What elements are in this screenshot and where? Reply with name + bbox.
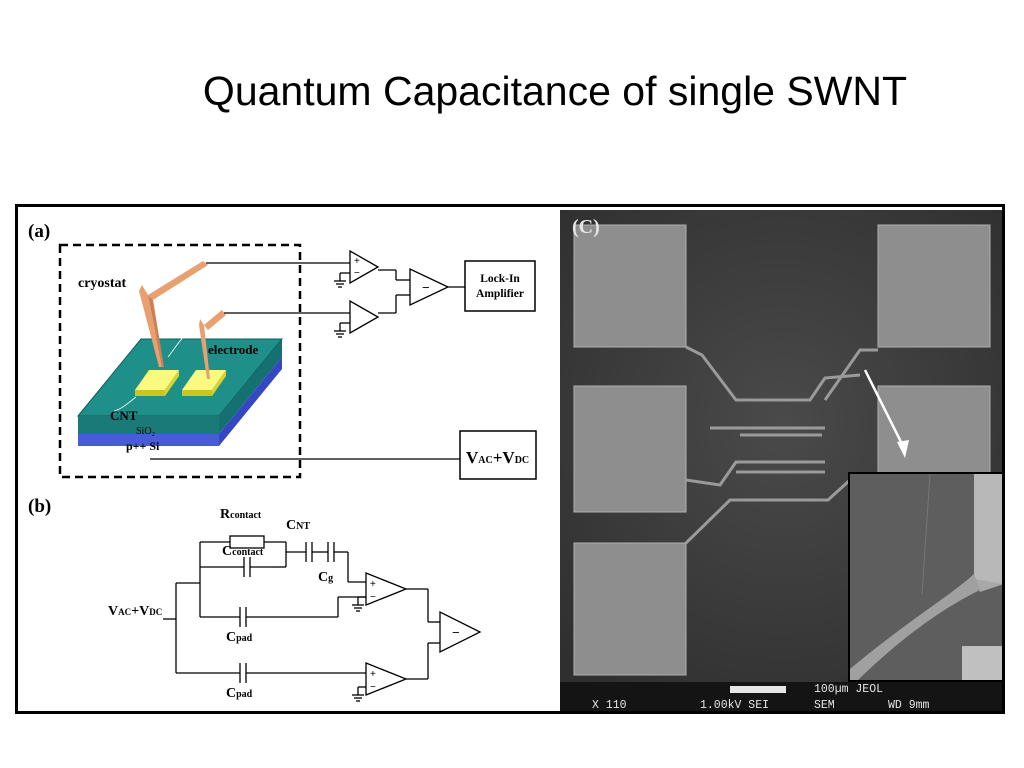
r-contact-label: Rcontact [220, 507, 262, 522]
panel-a-label: (a) [28, 221, 50, 242]
sem-image-panel: (C) 100µm JEOL X 110 1.00kV SEI SEM WD 9… [560, 210, 1002, 712]
si-label: p++ Si [126, 439, 160, 453]
op-amp-b1 [352, 572, 408, 612]
lockin-amplifier-box [464, 260, 536, 312]
electrode-label: electrode [208, 342, 259, 357]
diff-minus-sign: − [422, 280, 430, 295]
source-label-b: VAC+VDC [108, 604, 162, 619]
sem-contact-pads [573, 224, 991, 676]
sem-voltage: 1.00kV SEI [700, 699, 770, 712]
c-pad-label-bottom: Cpad [226, 686, 253, 701]
device-substrate [76, 338, 284, 446]
sem-wd: WD 9mm [888, 699, 930, 712]
op-amp-a1 [334, 249, 380, 288]
source-box-a [459, 430, 537, 480]
sem-zoom-inset [848, 472, 1002, 682]
contact-resistor [229, 535, 265, 549]
b-diff-minus: − [452, 625, 460, 640]
sem-mode: SEM [814, 699, 835, 712]
slide-title: Quantum Capacitance of single SWNT [202, 68, 908, 114]
sem-scale-text: 100µm JEOL [814, 683, 884, 696]
c-g-label: Cg [318, 570, 333, 585]
source-label-a: VAC+VDC [466, 448, 529, 467]
nanotube-lead [113, 396, 137, 412]
figure-panel: (a) cryostat CNT SiO₂ p++ Si electrode [15, 204, 1005, 714]
op-amp-a2 [334, 299, 380, 338]
b-op1-plus: + [370, 579, 376, 590]
difference-amp-a [409, 267, 450, 307]
nanotube-line [167, 332, 189, 358]
sem-micrograph [560, 210, 1002, 682]
difference-amp-b [439, 610, 482, 654]
sem-leads [684, 345, 879, 545]
sem-info-bar: 100µm JEOL X 110 1.00kV SEI SEM WD 9mm [560, 682, 1002, 712]
lockin-label-1: Lock-In [480, 273, 520, 285]
op-amp-b2 [352, 662, 408, 702]
panel-a-wiring [150, 262, 465, 460]
cnt-label: CNT [110, 408, 138, 423]
b-op1-minus: − [370, 592, 376, 603]
electrode-pads [135, 370, 226, 396]
panel-b-circuit [163, 541, 440, 683]
c-pad-label-top: Cpad [226, 630, 253, 645]
cryostat-boundary [58, 243, 302, 479]
sem-arrow-head [897, 440, 909, 458]
panel-b-label: (b) [28, 496, 51, 517]
c-nt-label: CNT [286, 518, 310, 533]
panel-c-label: (C) [572, 216, 600, 238]
lockin-label-2: Amplifier [476, 288, 524, 300]
b-op2-minus: − [370, 682, 376, 693]
op-plus-sign: + [354, 256, 360, 267]
sem-pointer-arrow [863, 369, 907, 451]
c-contact-label: Ccontact [222, 544, 264, 559]
schematic-diagram: (a) cryostat CNT SiO₂ p++ Si electrode [28, 221, 537, 702]
sem-scale-bar [730, 686, 786, 693]
probe-tips [139, 261, 226, 379]
sio2-label: SiO₂ [136, 426, 155, 437]
cryostat-label: cryostat [78, 276, 127, 291]
b-op2-plus: + [370, 669, 376, 680]
sem-magnification: X 110 [592, 699, 627, 712]
op-minus-sign: − [354, 268, 360, 279]
